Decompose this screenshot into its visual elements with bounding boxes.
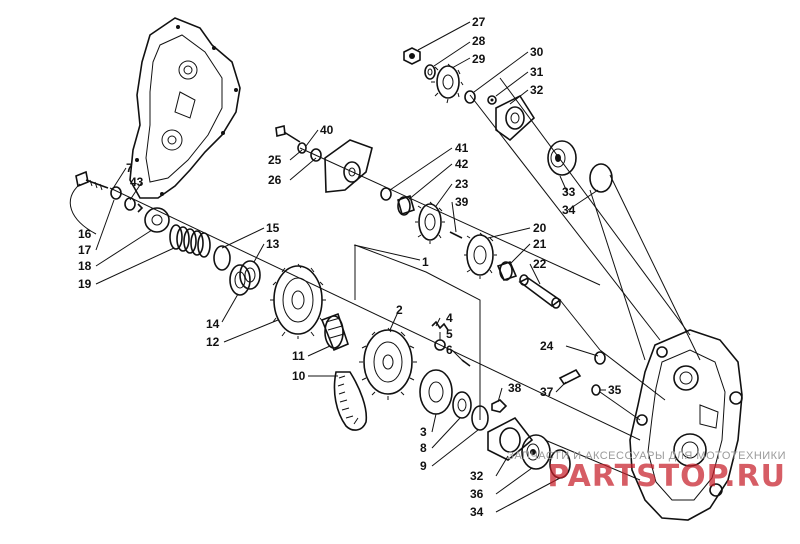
callout-13: 13 — [266, 237, 280, 251]
hub-3-part — [419, 369, 453, 415]
watermark-logo: PARTSTOP.RU — [547, 459, 786, 494]
callout-30: 30 — [530, 45, 544, 59]
washer-28-part — [424, 64, 436, 80]
callout-19: 19 — [78, 277, 92, 291]
callout-2: 2 — [396, 303, 403, 317]
pin-37-part — [558, 368, 582, 386]
alignment-lines — [109, 77, 701, 481]
callout-29: 29 — [472, 52, 486, 66]
callout-20: 20 — [533, 221, 547, 235]
bolt-31-part — [487, 95, 497, 105]
spring-19-part — [169, 224, 211, 258]
snap-ring-34-upper-part — [589, 163, 613, 193]
chain-10-part — [333, 371, 368, 431]
callout-40: 40 — [320, 123, 334, 137]
leader-lines — [69, 21, 606, 513]
sprocket-2-part — [359, 327, 417, 400]
washer-30-part — [464, 90, 476, 104]
washer-17-part — [110, 186, 122, 200]
callout-34-upper: 34 — [562, 203, 576, 217]
bearing-36-part — [521, 434, 551, 470]
callout-17: 17 — [78, 243, 92, 257]
callout-3: 3 — [420, 425, 427, 439]
bearing-33-part — [547, 140, 577, 176]
callout-39: 39 — [455, 195, 469, 209]
partstop-watermark: ЗАПЧАСТИ И АКСЕССУАРЫ ДЛЯ МОТОТЕХНИКИ PA… — [507, 450, 786, 492]
callout-32-lower: 32 — [470, 469, 484, 483]
washer-43-part — [124, 197, 136, 211]
shaft-22-part — [518, 274, 562, 309]
callout-26: 26 — [268, 173, 282, 187]
callout-24: 24 — [540, 339, 554, 353]
callout-43: 43 — [130, 175, 144, 189]
callout-7: 7 — [126, 161, 133, 175]
sprocket-23-part — [415, 201, 445, 244]
callout-11: 11 — [292, 349, 305, 363]
washer-26-part — [310, 148, 322, 162]
cap-18-part — [144, 207, 170, 233]
callout-4: 4 — [446, 311, 453, 325]
callout-22: 22 — [533, 257, 547, 271]
washer-35-part — [591, 384, 601, 396]
callout-15: 15 — [266, 221, 280, 235]
mounting-bracket-part — [324, 139, 373, 193]
callout-25: 25 — [268, 153, 282, 167]
callout-27: 27 — [472, 15, 486, 29]
pin-39-part — [449, 231, 463, 239]
gearcase-cover-part — [129, 17, 241, 199]
callout-1: 1 — [422, 255, 429, 269]
callout-labels: 27 28 29 30 31 32 40 25 26 41 42 23 39 2… — [78, 15, 622, 519]
bearing-14-part — [229, 264, 251, 296]
gear-11-part — [320, 312, 349, 352]
bearing-flange-32-lower-part — [487, 416, 534, 461]
callout-35: 35 — [608, 383, 622, 397]
gearcase-housing-part — [629, 329, 743, 521]
callout-42: 42 — [455, 157, 469, 171]
callout-31: 31 — [530, 65, 544, 79]
sprocket-29-part — [431, 63, 464, 104]
pin-7-part — [137, 203, 144, 213]
spring-4-part — [431, 320, 449, 331]
bolt-40-part — [275, 125, 301, 143]
snap-ring-15-part — [213, 245, 231, 271]
callout-18: 18 — [78, 259, 92, 273]
callout-14: 14 — [206, 317, 220, 331]
washer-24-part — [594, 351, 606, 365]
callout-21: 21 — [533, 237, 547, 251]
callout-10: 10 — [292, 369, 306, 383]
callout-6: 6 — [446, 343, 453, 357]
callout-38: 38 — [508, 381, 522, 395]
callout-12: 12 — [206, 335, 220, 349]
callout-9: 9 — [420, 459, 427, 473]
washer-25-part — [297, 142, 307, 154]
callout-5: 5 — [446, 327, 453, 341]
nut-27-part — [403, 47, 421, 65]
callout-8: 8 — [420, 441, 427, 455]
watermark-subtitle: ЗАПЧАСТИ И АКСЕССУАРЫ ДЛЯ МОТОТЕХНИКИ — [507, 450, 786, 462]
callout-16: 16 — [78, 227, 92, 241]
bearing-42-part — [397, 194, 415, 216]
washer-41-part — [380, 187, 392, 201]
group-1-bracket — [354, 244, 481, 420]
bearing-8-part — [452, 391, 472, 419]
callout-32-upper: 32 — [530, 83, 544, 97]
nut-38-part — [491, 399, 508, 413]
callout-41: 41 — [455, 141, 469, 155]
callout-33: 33 — [562, 185, 576, 199]
callout-37: 37 — [540, 385, 554, 399]
gear-12-part — [270, 263, 326, 339]
callout-34-lower: 34 — [470, 505, 484, 519]
callout-36: 36 — [470, 487, 484, 501]
callout-28: 28 — [472, 34, 486, 48]
bolt-16-part — [75, 170, 109, 191]
bearing-flange-32-part — [495, 94, 536, 142]
bushing-21-part — [496, 261, 518, 281]
sprocket-20-part — [464, 232, 497, 279]
callout-23: 23 — [455, 177, 469, 191]
